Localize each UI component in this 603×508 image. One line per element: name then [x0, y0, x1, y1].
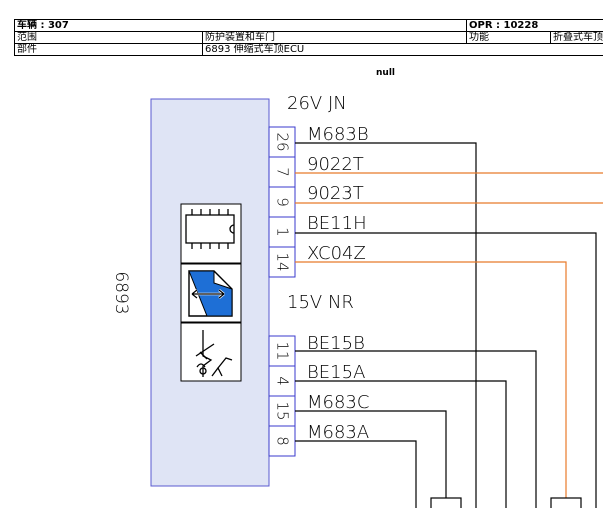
folding-roof-icon: [195, 330, 233, 377]
upper-connector: [268, 126, 296, 278]
pin-number: 1: [274, 227, 292, 237]
chip-icon-frame: [180, 203, 242, 264]
terminal-block: [430, 497, 462, 508]
pin-number: 26: [274, 132, 292, 151]
signal-label: 9022T: [307, 154, 364, 175]
signal-label: M683C: [307, 392, 369, 413]
pin-number: 4: [274, 376, 292, 386]
header-table: 车辆 : 307 OPR : 10228 范围 防护装置和车门 功能 折叠式车顶…: [14, 19, 603, 56]
chip-icon: [185, 209, 235, 249]
wire: [295, 440, 417, 508]
signal-label: BE15B: [307, 333, 365, 354]
pin-number: 8: [274, 436, 292, 446]
pin-number: 7: [274, 167, 292, 177]
signal-label: M683B: [307, 124, 369, 145]
null-label: null: [376, 68, 395, 78]
signal-label: BE15A: [307, 362, 365, 383]
wire: [295, 232, 597, 508]
pin-number: 11: [274, 341, 292, 360]
pin-number: 9: [274, 197, 292, 207]
terminal-block: [550, 497, 582, 508]
lower-connector: [268, 335, 296, 457]
signal-label: M683A: [307, 422, 369, 443]
wire: [295, 261, 567, 498]
folding-roof-icon-frame: [180, 322, 242, 382]
wire: [295, 142, 477, 508]
part-value: 6893 伸缩式车顶ECU: [201, 43, 603, 56]
pin-number: 15: [274, 401, 292, 420]
connector-group-label-lower: 15V NR: [287, 292, 354, 313]
signal-label: XC04Z: [307, 243, 366, 264]
signal-label: 9023T: [307, 183, 364, 204]
signal-label: BE11H: [307, 213, 367, 234]
wire: [295, 410, 447, 498]
pin-number: 14: [274, 252, 292, 271]
wire: [295, 350, 537, 508]
part-label: 部件: [14, 43, 203, 56]
roof-actuator-icon: [188, 270, 233, 317]
connector-group-label-upper: 26V JN: [287, 93, 347, 114]
component-code: 6893: [111, 271, 131, 314]
wire: [295, 380, 507, 508]
